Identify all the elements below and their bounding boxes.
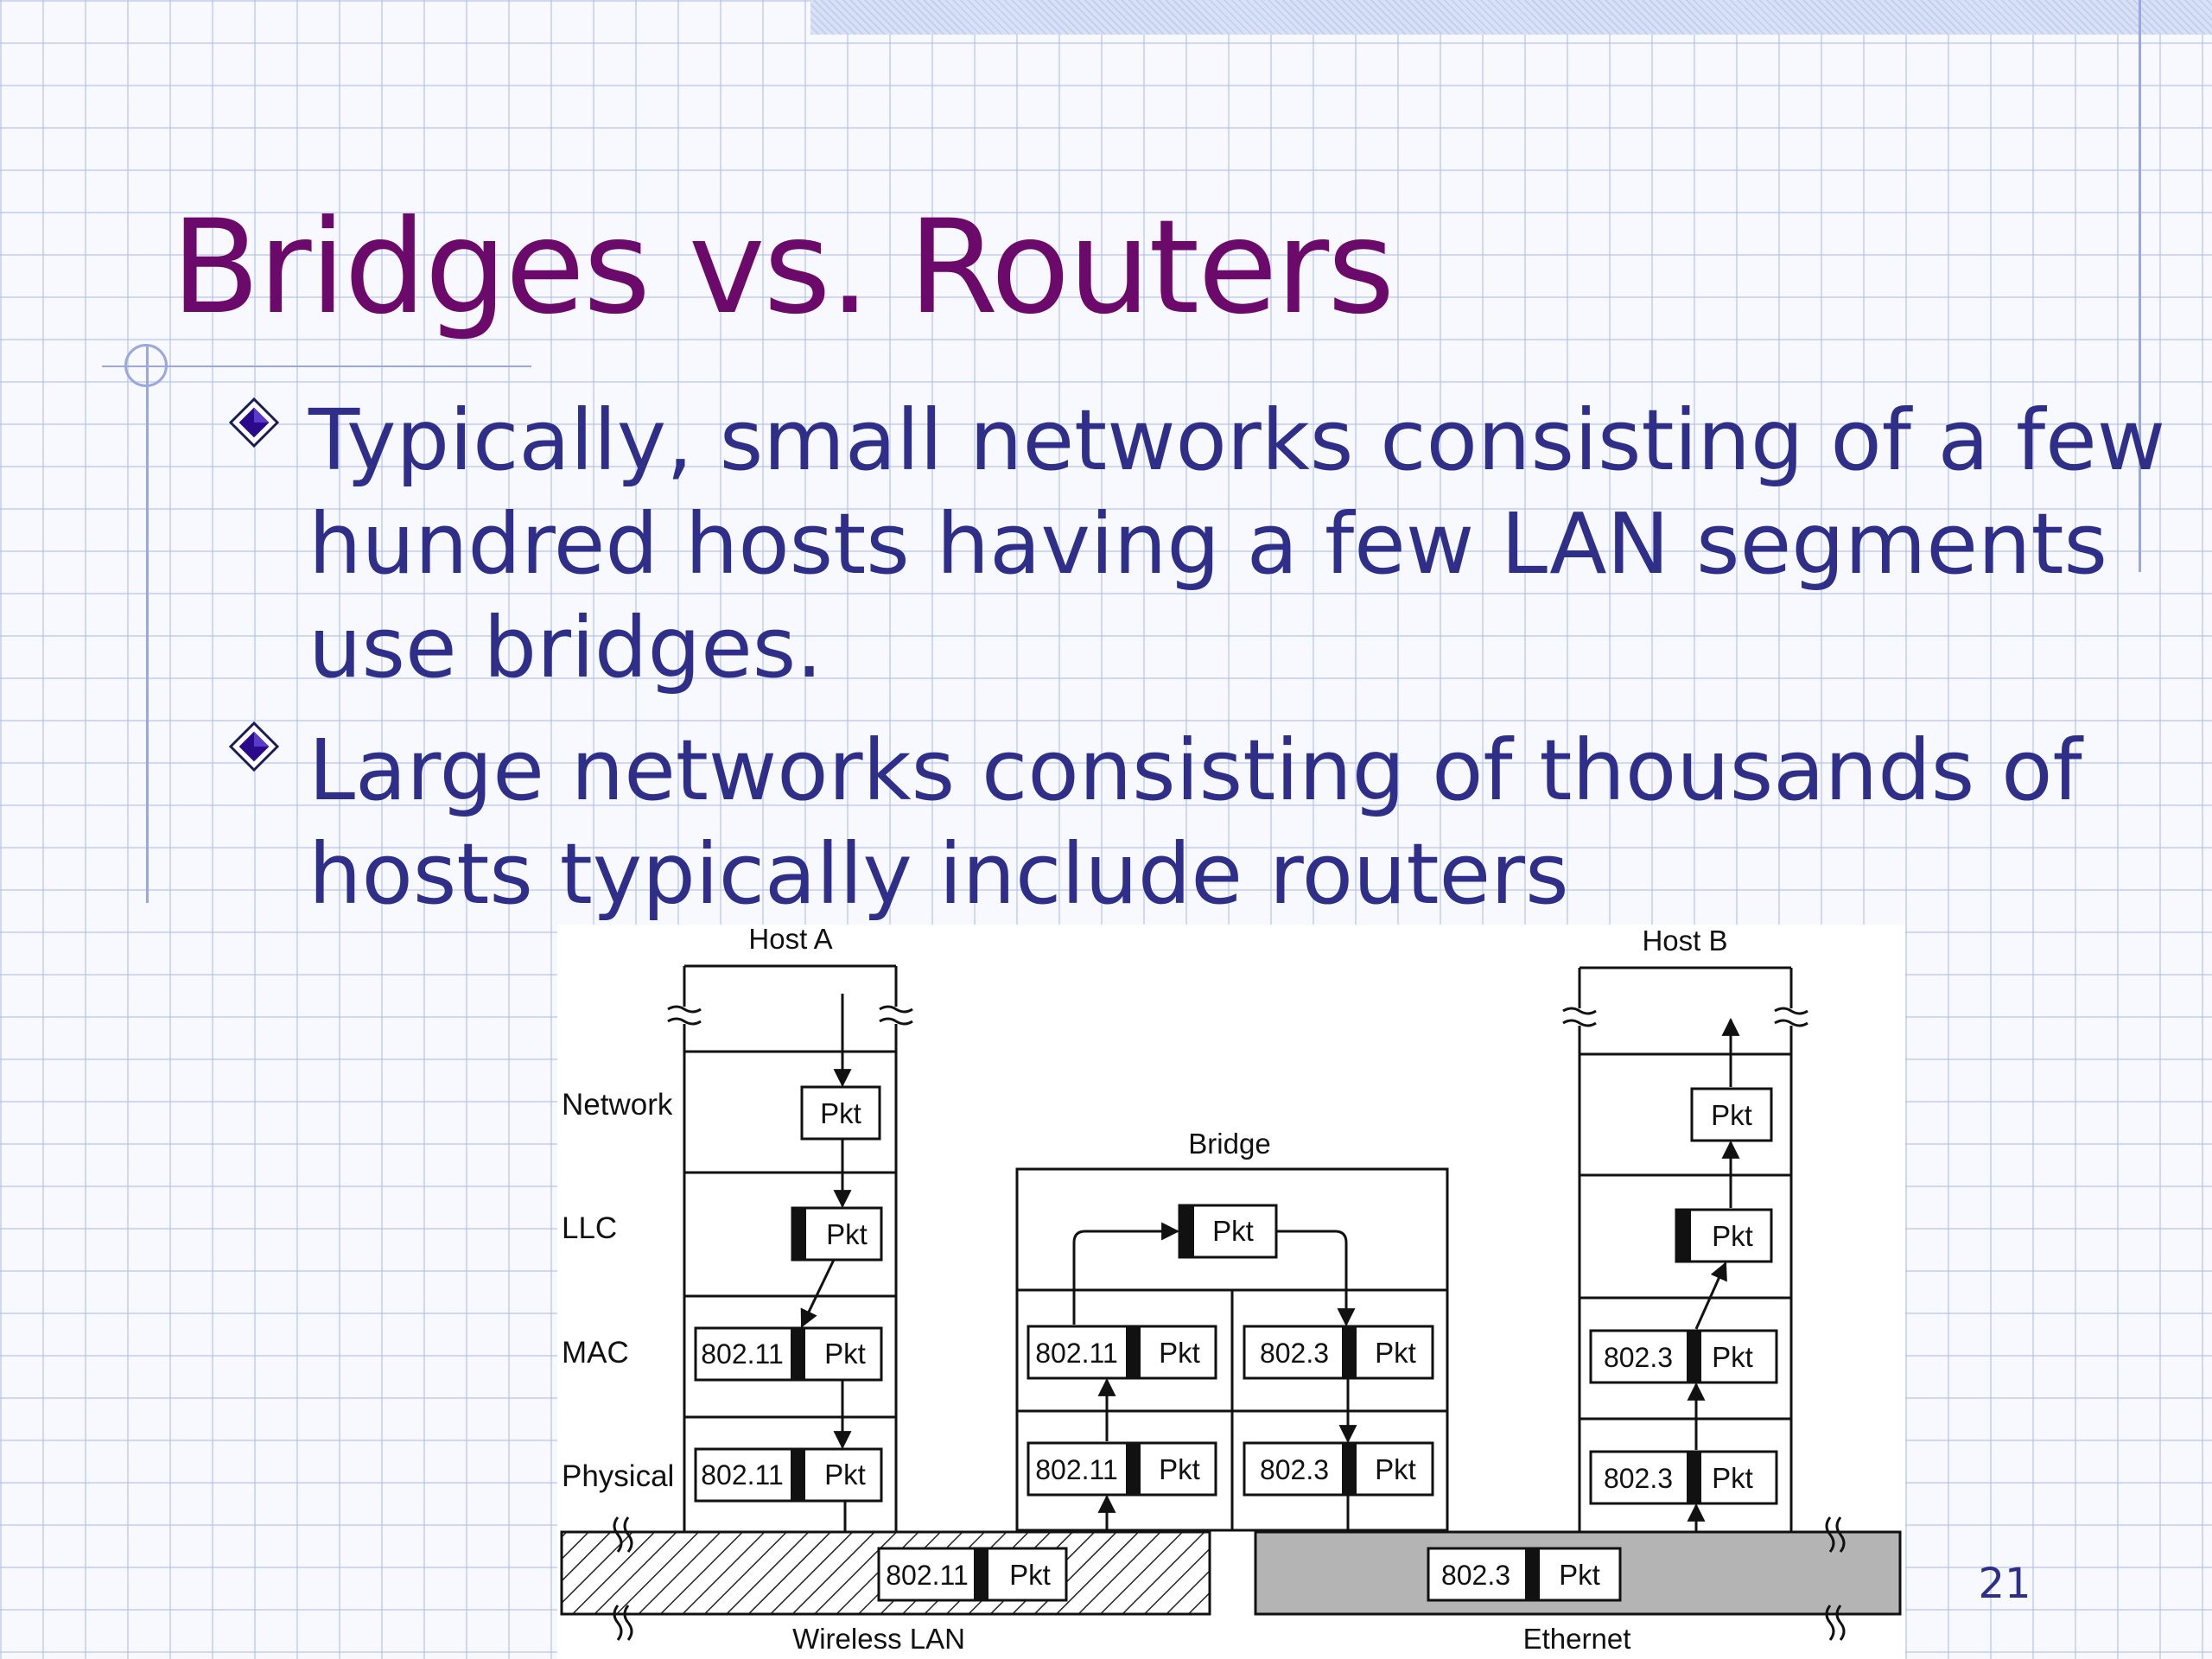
host-b-llc-pkt-box [1675, 1208, 1773, 1263]
bridge-phys-eth-header [1342, 1443, 1357, 1495]
bridge-phys-wlan-box [1027, 1441, 1217, 1497]
bridge-llc-header [1179, 1205, 1194, 1257]
host-b-mac-pkt-label: Pkt [1712, 1341, 1753, 1373]
host-b-phys-8023-label: 802.3 [1604, 1463, 1673, 1494]
ethernet-break-mark-top [1825, 1516, 1846, 1553]
layer-label-mac: MAC [562, 1336, 629, 1370]
host-a-llc-pkt-box [791, 1206, 883, 1262]
bullet-2-line-2: hosts typically include routers [308, 825, 1569, 923]
title-underline-rule [102, 365, 531, 367]
diamond-bullet-icon [229, 397, 279, 448]
bridge-phys-8023-label: 802.3 [1260, 1454, 1329, 1485]
ethernet-frame-pkt-label: Pkt [1559, 1559, 1600, 1591]
host-b-stack [1562, 966, 1808, 1531]
host-b-llc-pkt-label: Pkt [1712, 1220, 1753, 1252]
bridge-stack [1015, 1167, 1449, 1532]
host-b-phys-pkt-label: Pkt [1712, 1462, 1753, 1494]
wlan-frame-pkt-label: Pkt [1009, 1559, 1051, 1591]
bridge-phys-80211-label: 802.11 [1035, 1454, 1118, 1485]
bridge-mac-eth-pkt-label: Pkt [1375, 1337, 1416, 1369]
host-a-phys-header [791, 1449, 805, 1501]
host-b-mac-8023-label: 802.3 [1604, 1342, 1673, 1373]
host-b-mac-frame-box [1589, 1329, 1778, 1384]
bullet-2-line-1: Large networks consisting of thousands o… [308, 721, 2082, 819]
host-a-mac-frame-box [694, 1326, 883, 1382]
bridge-phys-wlan-pkt-label: Pkt [1159, 1453, 1200, 1485]
wlan-break-mark-bottom [613, 1605, 633, 1641]
ethernet-label: Ethernet [1523, 1623, 1631, 1655]
bullet-1-line-3: use bridges. [308, 599, 823, 696]
bridge-phys-eth-box [1243, 1441, 1434, 1497]
wlan-frame-80211-label: 802.11 [886, 1560, 969, 1591]
bridge-phys-wlan-header [1126, 1443, 1141, 1495]
page-number: 21 [1978, 1560, 2031, 1608]
host-a-phys-frame-box [694, 1447, 883, 1503]
host-a-llc-header [792, 1208, 806, 1260]
host-a-llc-pkt-label: Pkt [826, 1218, 868, 1250]
right-decorative-line [2139, 0, 2141, 572]
bridge-llc-pkt-label: Pkt [1212, 1215, 1254, 1247]
bullet-1-line-2: hundred hosts having a few LAN segments [308, 495, 2108, 593]
slide-title: Bridges vs. Routers [171, 193, 1395, 343]
host-b-llc-header [1676, 1210, 1691, 1262]
bridge-label: Bridge [1188, 1128, 1270, 1160]
wlan-break-mark-top [613, 1516, 633, 1553]
bridge-protocol-diagram: Network LLC MAC Physical Host A Pkt Pkt … [557, 925, 1905, 1659]
bridge-mac-wlan-header [1126, 1326, 1141, 1378]
wireless-lan-label: Wireless LAN [792, 1623, 965, 1655]
host-a-network-pkt-label: Pkt [820, 1097, 861, 1129]
layer-label-physical: Physical [562, 1459, 674, 1493]
host-a-mac-80211-label: 802.11 [701, 1338, 784, 1370]
host-a-arrows [800, 994, 880, 1584]
bullet-1-line-1: Typically, small networks consisting of … [308, 391, 2166, 489]
ethernet-frame-header [1525, 1548, 1540, 1600]
bridge-mac-eth-box [1243, 1325, 1434, 1380]
bridge-mac-80211-label: 802.11 [1035, 1338, 1118, 1369]
host-a-mac-pkt-label: Pkt [824, 1338, 866, 1370]
bridge-mac-wlan-box [1027, 1325, 1217, 1380]
left-vertical-rule [146, 346, 149, 903]
host-a-label: Host A [748, 925, 832, 955]
crosshair-ornament-icon [124, 344, 168, 387]
wlan-frame-box [877, 1547, 1068, 1602]
bridge-mac-wlan-pkt-label: Pkt [1159, 1337, 1200, 1369]
bridge-llc-pkt-box [1178, 1204, 1278, 1259]
host-a-mac-header [791, 1328, 805, 1380]
ethernet-frame-8023-label: 802.3 [1441, 1560, 1510, 1591]
host-a-phys-pkt-label: Pkt [824, 1459, 866, 1491]
ethernet-frame-box [1427, 1547, 1622, 1602]
host-b-mac-header [1687, 1331, 1701, 1382]
host-b-network-pkt-label: Pkt [1711, 1099, 1752, 1131]
wlan-frame-header [974, 1548, 988, 1600]
top-decorative-band [810, 0, 2212, 35]
host-b-label: Host B [1642, 925, 1727, 957]
host-b-phys-header [1687, 1452, 1701, 1503]
host-a-stack [667, 964, 913, 1531]
bridge-mac-eth-header [1342, 1326, 1357, 1378]
bridge-mac-8023-label: 802.3 [1260, 1338, 1329, 1369]
bridge-phys-eth-pkt-label: Pkt [1375, 1453, 1416, 1485]
layer-label-network: Network [562, 1088, 673, 1122]
ethernet-break-mark-bottom [1825, 1605, 1846, 1641]
host-b-phys-frame-box [1589, 1450, 1778, 1505]
diamond-bullet-icon [229, 721, 279, 772]
host-a-phys-80211-label: 802.11 [701, 1459, 784, 1491]
layer-label-llc: LLC [562, 1211, 617, 1245]
